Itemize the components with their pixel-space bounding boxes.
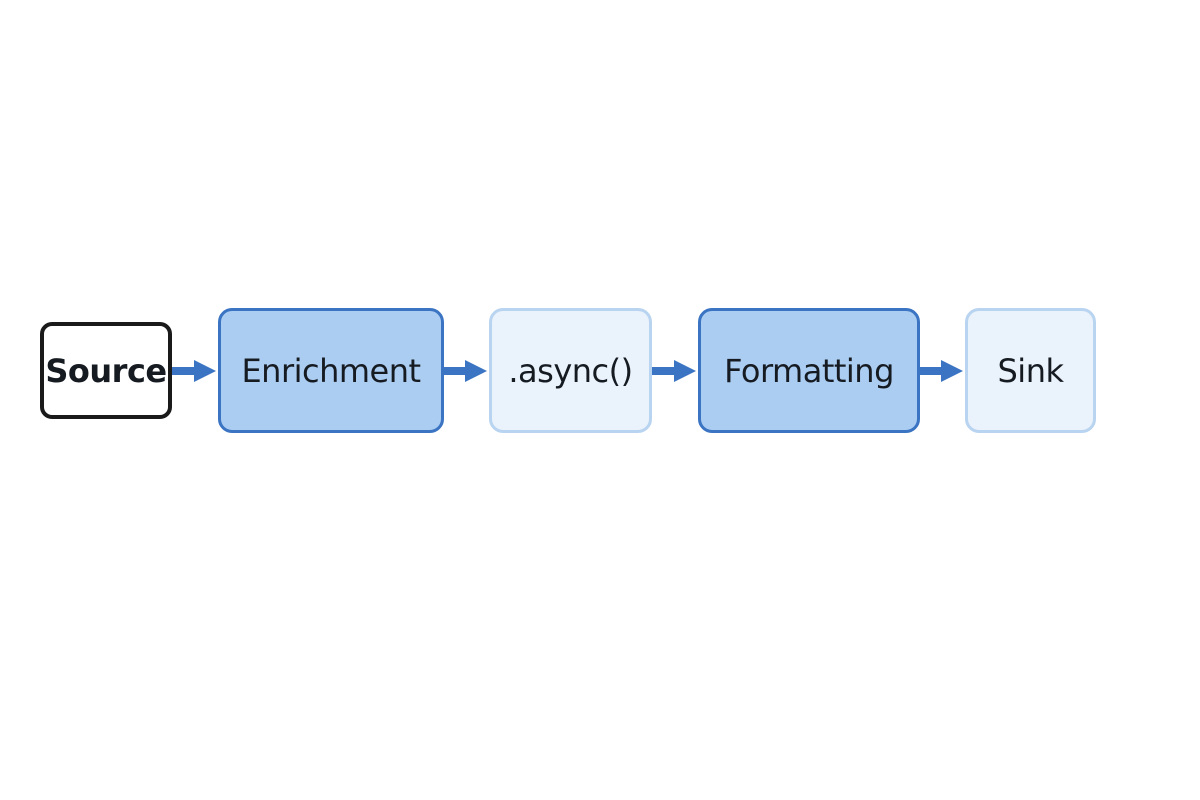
node-formatting-label: Formatting bbox=[724, 351, 894, 390]
node-async-label: .async() bbox=[508, 351, 633, 390]
node-async: .async() bbox=[489, 308, 652, 433]
arrow-enrichment-to-async bbox=[444, 360, 487, 382]
arrow-formatting-to-sink bbox=[920, 360, 963, 382]
node-enrichment-label: Enrichment bbox=[241, 351, 421, 390]
node-source-label: Source bbox=[45, 351, 167, 390]
arrow-async-to-formatting bbox=[652, 360, 696, 382]
node-formatting: Formatting bbox=[698, 308, 920, 433]
node-sink: Sink bbox=[965, 308, 1096, 433]
node-enrichment: Enrichment bbox=[218, 308, 444, 433]
arrow-source-to-enrichment bbox=[172, 360, 216, 382]
node-sink-label: Sink bbox=[997, 351, 1064, 390]
node-source: Source bbox=[40, 322, 172, 419]
